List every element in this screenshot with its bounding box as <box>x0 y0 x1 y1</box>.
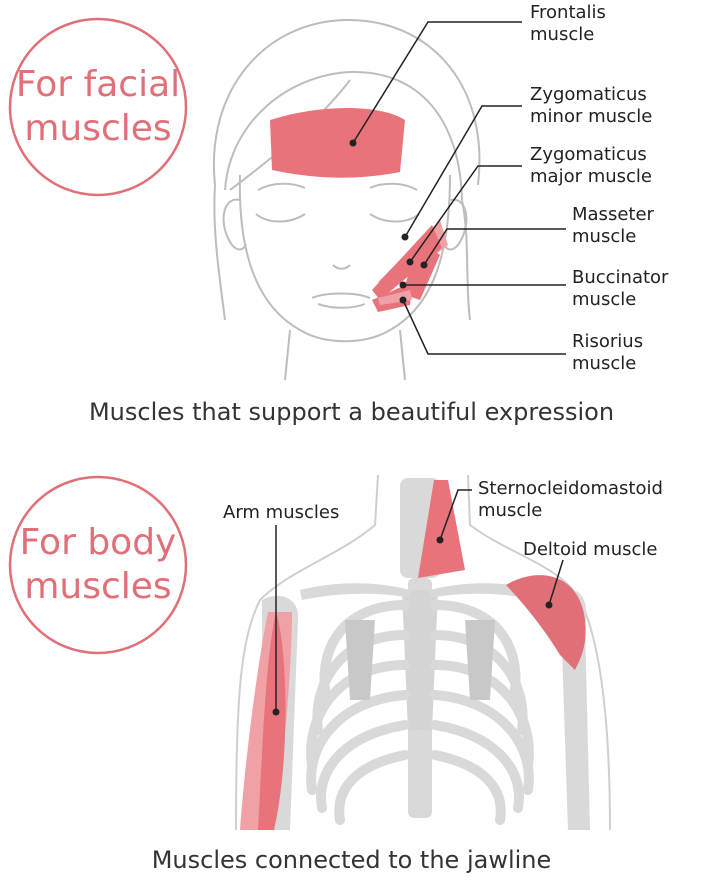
zygomaticus-minor-label: Zygomaticus minor muscle <box>530 84 653 127</box>
sternocleidomastoid-shape <box>418 480 465 578</box>
body-muscles <box>240 480 586 830</box>
frontalis-leader <box>352 21 522 144</box>
zygomaticus-minor-dot <box>401 233 409 241</box>
buccinator-label: Buccinator muscle <box>572 267 669 310</box>
frontalis-label: Frontalis muscle <box>530 2 606 45</box>
buccinator-dot <box>399 281 407 289</box>
frontalis-dot <box>349 139 357 147</box>
facial-caption: Muscles that support a beautiful express… <box>88 398 615 426</box>
facial-badge-line2: muscles <box>24 108 172 149</box>
risorius-leader <box>402 299 566 355</box>
zygomaticus-minor-leader <box>404 105 522 238</box>
risorius-dot <box>399 296 407 304</box>
facial-badge-circle <box>8 17 188 197</box>
zygomaticus-major-dot <box>406 258 414 266</box>
sternocleidomastoid-leader <box>439 489 472 541</box>
body-leader-dots <box>272 536 553 716</box>
sternocleidomastoid-dot <box>436 536 444 544</box>
arm-muscles-label: Arm muscles <box>223 502 340 523</box>
right-scapula <box>465 620 495 700</box>
deltoid-shape <box>506 575 586 670</box>
zygomaticus-major-leader <box>409 165 522 263</box>
masseter-leader <box>423 228 566 266</box>
facial-leader-lines <box>352 21 566 355</box>
body-caption: Muscles connected to the jawline <box>151 846 552 874</box>
facial-badge-line1: For facial <box>15 64 181 105</box>
body-badge-circle <box>8 475 188 655</box>
arm-muscle-inner-shape <box>258 612 286 830</box>
sternocleidomastoid-label: Sternocleidomastoid muscle <box>478 478 663 521</box>
deltoid-label: Deltoid muscle <box>523 539 658 560</box>
zygomaticus-major-label: Zygomaticus major muscle <box>530 144 652 187</box>
risorius-label: Risorius muscle <box>572 331 644 374</box>
arm-dot <box>272 708 280 716</box>
frontalis-muscle-shape <box>270 108 405 178</box>
face-illustration <box>212 18 481 381</box>
deltoid-dot <box>545 601 553 609</box>
body-badge-line1: For body <box>19 522 177 563</box>
left-clavicle <box>300 583 410 600</box>
left-scapula <box>345 620 375 700</box>
rib-cage <box>306 600 534 825</box>
masseter-dot <box>420 261 428 269</box>
facial-leader-dots <box>349 139 428 304</box>
masseter-label: Masseter muscle <box>572 204 654 247</box>
body-badge-line2: muscles <box>24 566 172 607</box>
deltoid-leader <box>548 559 564 606</box>
body-leader-lines <box>275 489 564 712</box>
body-muscles-badge: For body muscles <box>8 521 188 609</box>
sternum <box>402 590 438 730</box>
facial-muscles-badge: For facial muscles <box>8 63 188 151</box>
